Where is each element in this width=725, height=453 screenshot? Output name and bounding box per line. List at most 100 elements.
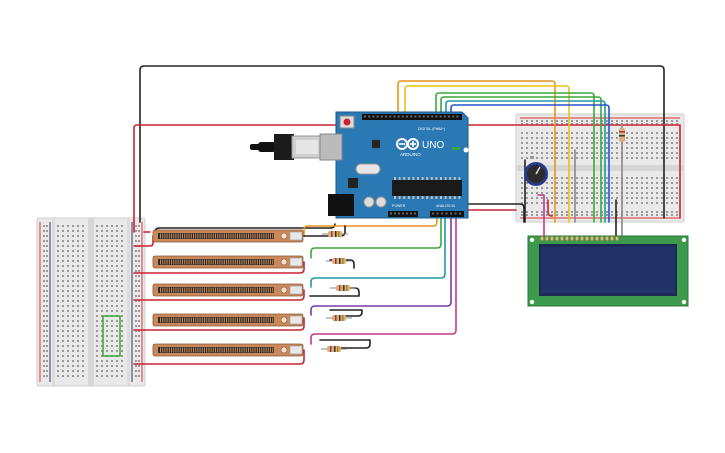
breadboard-hole [135,375,137,377]
flex-sensor-trace [197,347,199,353]
flex-sensor-2[interactable] [152,255,304,269]
breadboard-hole [82,325,84,327]
flex-sensor-trace [188,259,190,265]
flex-sensor-trace [219,259,221,265]
breadboard-hole [116,320,118,322]
breadboard-hole [576,202,578,204]
breadboard-hole [77,270,79,272]
breadboard-hole [591,214,593,216]
breadboard-hole [67,285,69,287]
flex-sensor-3[interactable] [152,283,304,297]
flex-sensor-trace [190,287,192,293]
breadboard-hole [62,335,64,337]
right-breadboard[interactable] [515,113,685,223]
flex-sensor-trace [243,233,245,239]
breadboard-hole [586,177,588,179]
flex-sensor-trace [252,317,254,323]
breadboard-hole [106,310,108,312]
potentiometer[interactable] [524,156,548,186]
breadboard-hole [82,315,84,317]
wire-purple-analog-a3 [310,213,452,316]
flex-sensor-trace [256,233,258,239]
flex-sensor-connector [289,345,303,355]
flex-sensor-trace [184,259,186,265]
flex-sensor-5[interactable] [152,343,304,357]
breadboard-hole [641,123,643,125]
breadboard-hole [581,197,583,199]
breadboard-hole [57,230,59,232]
breadboard-hole [601,132,603,134]
breadboard-hole [138,240,140,242]
breadboard-hole [611,152,613,154]
flex-sensor-trace [256,287,258,293]
breadboard-hole [46,270,48,272]
flex-sensor-trace [270,233,271,239]
capacitor-1 [363,196,375,208]
breadboard-hole [661,123,663,125]
lcd-pin [555,236,559,241]
breadboard-hole [121,245,123,247]
breadboard-hole [62,240,64,242]
breadboard-hole [641,137,643,139]
flex-sensor-trace [179,317,181,323]
flex-sensor-trace [173,287,175,293]
flex-sensor-trace [195,233,197,239]
breadboard-hole [631,132,633,134]
breadboard-hole [631,120,633,122]
breadboard-hole [111,270,113,272]
lcd-display[interactable] [527,235,689,307]
breadboard-hole [72,305,74,307]
flex-sensor-1[interactable] [152,229,304,243]
flex-sensor-trace [232,233,234,239]
breadboard-hole [135,320,137,322]
breadboard-hole [62,350,64,352]
breadboard-hole [671,137,673,139]
breadboard-hole [671,123,673,125]
flex-sensor-trace [201,347,203,353]
breadboard-hole [43,300,45,302]
flex-sensor-trace [252,233,254,239]
breadboard-hole [57,310,59,312]
breadboard-hole [111,245,113,247]
flex-sensor-4[interactable] [152,313,304,327]
flex-sensor-trace [208,317,210,323]
header-pin [410,115,413,118]
breadboard-hole [636,147,638,149]
breadboard-hole [661,137,663,139]
breadboard-hole [62,260,64,262]
wire-red-flex-2 [133,261,305,274]
breadboard-hole [43,310,45,312]
flex-sensor-trace [199,347,201,353]
arduino-uno[interactable]: ARDUINO UNO DIGITAL (PWM~) POWER ANALOG … [250,111,469,219]
breadboard-hole [626,182,628,184]
breadboard-hole [631,152,633,154]
breadboard-hole [62,225,64,227]
breadboard-hole [135,365,137,367]
breadboard-hole [82,360,84,362]
breadboard-hole [556,157,558,159]
breadboard-hole [666,123,668,125]
breadboard-hole [96,250,98,252]
breadboard-hole [596,187,598,189]
flex-sensor-trace [186,287,188,293]
breadboard-hole [676,197,678,199]
breadboard-hole [631,187,633,189]
breadboard-hole [62,275,64,277]
breadboard-hole [138,270,140,272]
breadboard-hole [46,245,48,247]
breadboard-hole [556,211,558,213]
flex-sensor-trace [234,347,236,353]
breadboard-hole [546,132,548,134]
flex-sensor-trace [201,317,203,323]
flex-sensor-trace [221,347,223,353]
breadboard-hole [77,365,79,367]
breadboard-hole [596,142,598,144]
left-breadboard[interactable] [36,217,146,387]
flex-sensor-trace [166,347,168,353]
flex-sensor-trace [272,317,274,323]
breadboard-hole [72,310,74,312]
flex-sensor-trace [197,317,199,323]
breadboard-hole [646,192,648,194]
breadboard-hole [77,375,79,377]
breadboard-hole [46,230,48,232]
